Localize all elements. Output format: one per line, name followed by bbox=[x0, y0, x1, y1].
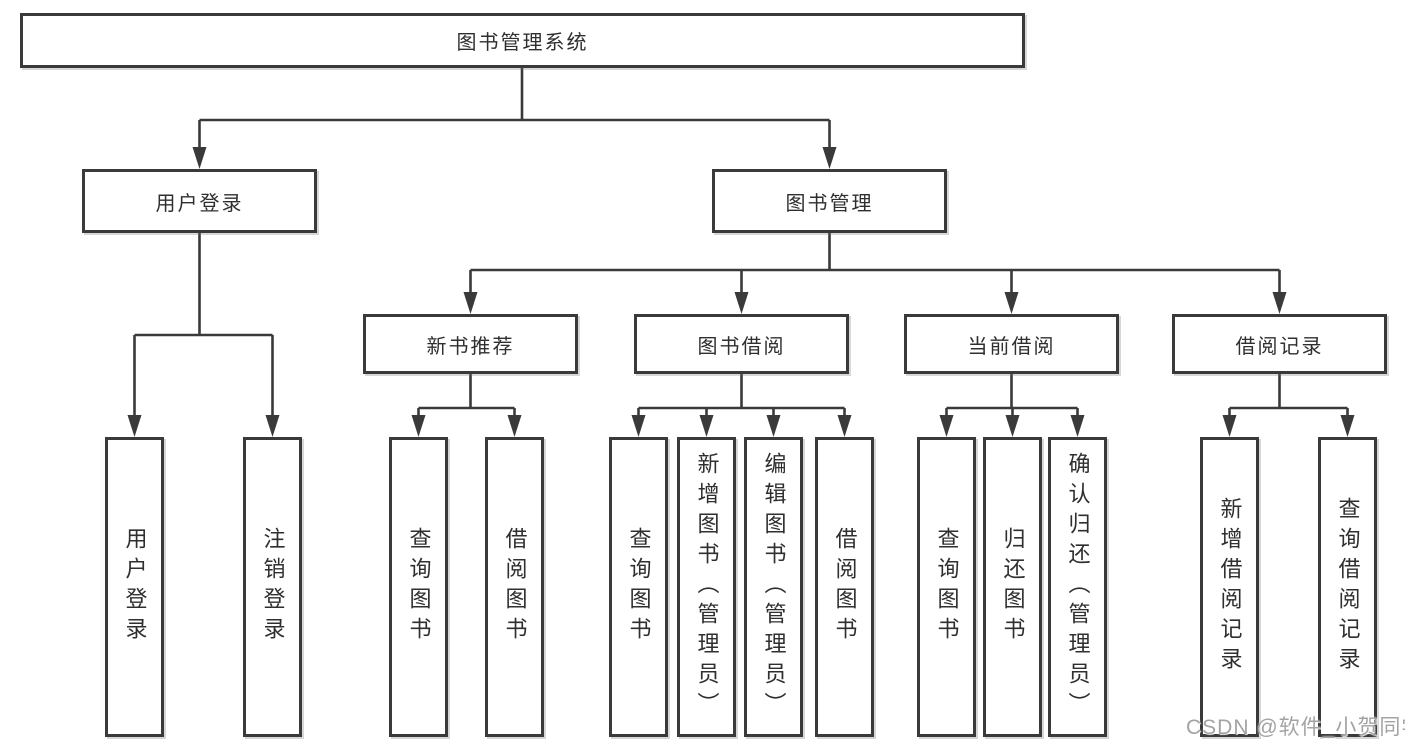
leaf-user-login-label: 用户登录 bbox=[122, 527, 148, 647]
leaf-logout: 注销登录 bbox=[243, 437, 302, 737]
node-book-mgmt-label: 图书管理 bbox=[785, 192, 874, 215]
arrowheads-new-book-rec-children bbox=[411, 415, 522, 437]
leaf-record-query-record-label: 查询借阅记录 bbox=[1335, 497, 1361, 677]
node-book-borrow: 图书借阅 bbox=[634, 314, 849, 374]
leaf-record-add-record-label: 新增借阅记录 bbox=[1217, 497, 1243, 677]
node-current-borrow: 当前借阅 bbox=[904, 314, 1119, 374]
node-book-borrow-label: 图书借阅 bbox=[697, 335, 786, 358]
leaf-current-query-book: 查询图书 bbox=[917, 437, 976, 737]
arrowheads-borrow-record-children bbox=[1222, 415, 1355, 437]
leaf-user-login: 用户登录 bbox=[105, 437, 164, 737]
leaf-record-add-record: 新增借阅记录 bbox=[1200, 437, 1259, 737]
node-current-borrow-label: 当前借阅 bbox=[967, 335, 1056, 358]
arrowheads-root-to-level2 bbox=[192, 147, 837, 169]
leaf-borrow-add-book-admin: 新增图书（管理员） bbox=[677, 437, 736, 737]
arrowheads-book-mgmt-children bbox=[463, 292, 1287, 314]
leaf-borrow-borrow-book: 借阅图书 bbox=[815, 437, 874, 737]
leaf-logout-label: 注销登录 bbox=[260, 527, 286, 647]
node-user-login: 用户登录 bbox=[82, 169, 317, 233]
leaf-borrow-edit-book-admin: 编辑图书（管理员） bbox=[744, 437, 803, 737]
arrowheads-book-borrow-children bbox=[631, 415, 852, 437]
csdn-watermark: CSDN @软件_小贺同学 bbox=[1186, 716, 1405, 739]
leaf-newrec-query-book-label: 查询图书 bbox=[406, 527, 432, 647]
leaf-borrow-add-book-admin-label: 新增图书（管理员） bbox=[694, 452, 720, 722]
node-user-login-label: 用户登录 bbox=[155, 192, 244, 215]
connector-book-borrow-children bbox=[637, 374, 846, 415]
leaf-newrec-query-book: 查询图书 bbox=[389, 437, 448, 737]
connector-borrow-record-children bbox=[1228, 374, 1349, 415]
node-book-mgmt: 图书管理 bbox=[712, 169, 947, 233]
node-new-book-rec-label: 新书推荐 bbox=[426, 335, 515, 358]
leaf-current-return-book: 归还图书 bbox=[983, 437, 1042, 737]
node-borrow-record: 借阅记录 bbox=[1172, 314, 1387, 374]
leaf-borrow-query-book: 查询图书 bbox=[609, 437, 668, 737]
leaf-current-confirm-return-admin-label: 确认归还（管理员） bbox=[1065, 452, 1091, 722]
leaf-borrow-query-book-label: 查询图书 bbox=[626, 527, 652, 647]
leaf-current-query-book-label: 查询图书 bbox=[934, 527, 960, 647]
connector-user-login-children bbox=[133, 233, 274, 415]
node-root-label: 图书管理系统 bbox=[456, 32, 589, 54]
node-new-book-rec: 新书推荐 bbox=[363, 314, 578, 374]
leaf-current-confirm-return-admin: 确认归还（管理员） bbox=[1048, 437, 1107, 737]
arrowheads-current-borrow-children bbox=[939, 415, 1085, 437]
node-root: 图书管理系统 bbox=[20, 13, 1025, 68]
leaf-borrow-edit-book-admin-label: 编辑图书（管理员） bbox=[761, 452, 787, 722]
leaf-record-query-record: 查询借阅记录 bbox=[1318, 437, 1377, 737]
connector-book-mgmt-children bbox=[469, 233, 1281, 292]
connector-new-book-rec-children bbox=[417, 374, 516, 415]
connector-current-borrow-children bbox=[945, 374, 1079, 415]
node-borrow-record-label: 借阅记录 bbox=[1235, 335, 1324, 358]
leaf-borrow-borrow-book-label: 借阅图书 bbox=[832, 527, 858, 647]
arrowheads-user-login-children bbox=[127, 415, 280, 437]
leaf-newrec-borrow-book: 借阅图书 bbox=[485, 437, 544, 737]
leaf-current-return-book-label: 归还图书 bbox=[1000, 527, 1026, 647]
connector-root-to-level2 bbox=[198, 68, 831, 147]
leaf-newrec-borrow-book-label: 借阅图书 bbox=[502, 527, 528, 647]
